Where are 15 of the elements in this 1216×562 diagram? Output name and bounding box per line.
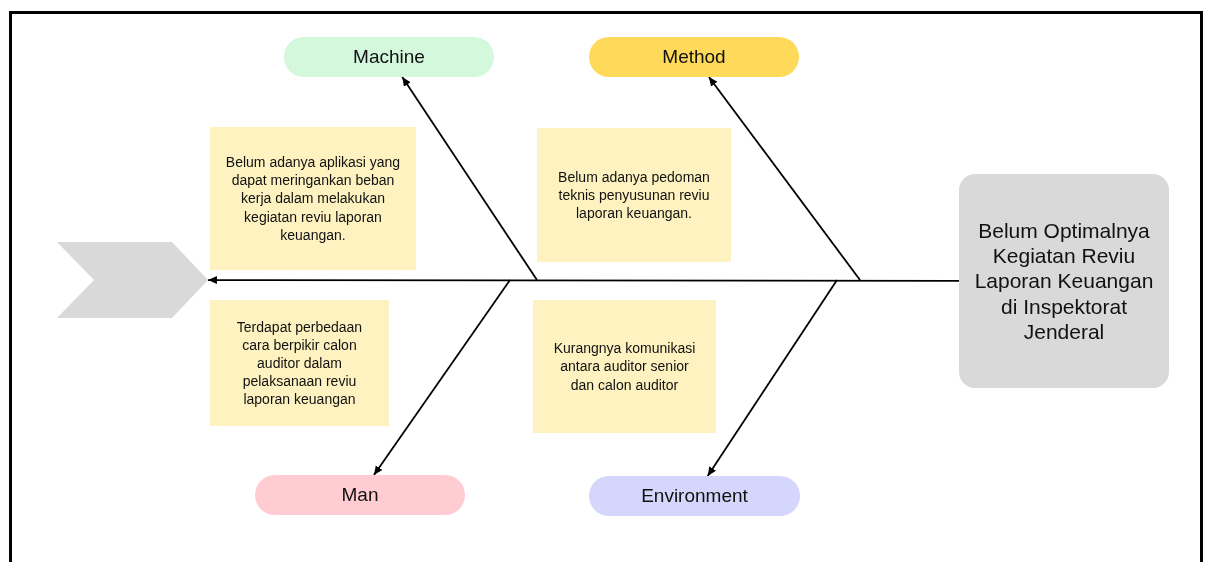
problem-box: Belum Optimalnya Kegiatan Reviu Laporan Keuangan di Inspektorat Jenderal [959, 174, 1169, 388]
category-label: Environment [589, 476, 800, 516]
category-label: Machine [284, 37, 494, 77]
category-label: Man [255, 475, 465, 515]
bone-arrow [706, 279, 838, 477]
cause-note: Belum adanya aplikasi yang dapat meringankan beban kerja dalam melakukan kegiatan reviu laporan keuangan. [210, 127, 416, 270]
cause-note: Kurangnya komunikasi antara auditor senior dan calon auditor [533, 300, 716, 433]
bone-arrow [373, 279, 511, 476]
tail-chevron [57, 242, 208, 318]
spine-arrow [207, 276, 960, 285]
cause-note: Terdapat perbedaan cara berpikir calon auditor dalam pelaksanaan reviu laporan keuangan [210, 300, 389, 426]
bone-arrow [708, 76, 861, 281]
bone-arrow [401, 76, 538, 281]
category-label: Method [589, 37, 799, 77]
cause-note: Belum adanya pedoman teknis penyusunan reviu laporan keuangan. [537, 128, 731, 262]
